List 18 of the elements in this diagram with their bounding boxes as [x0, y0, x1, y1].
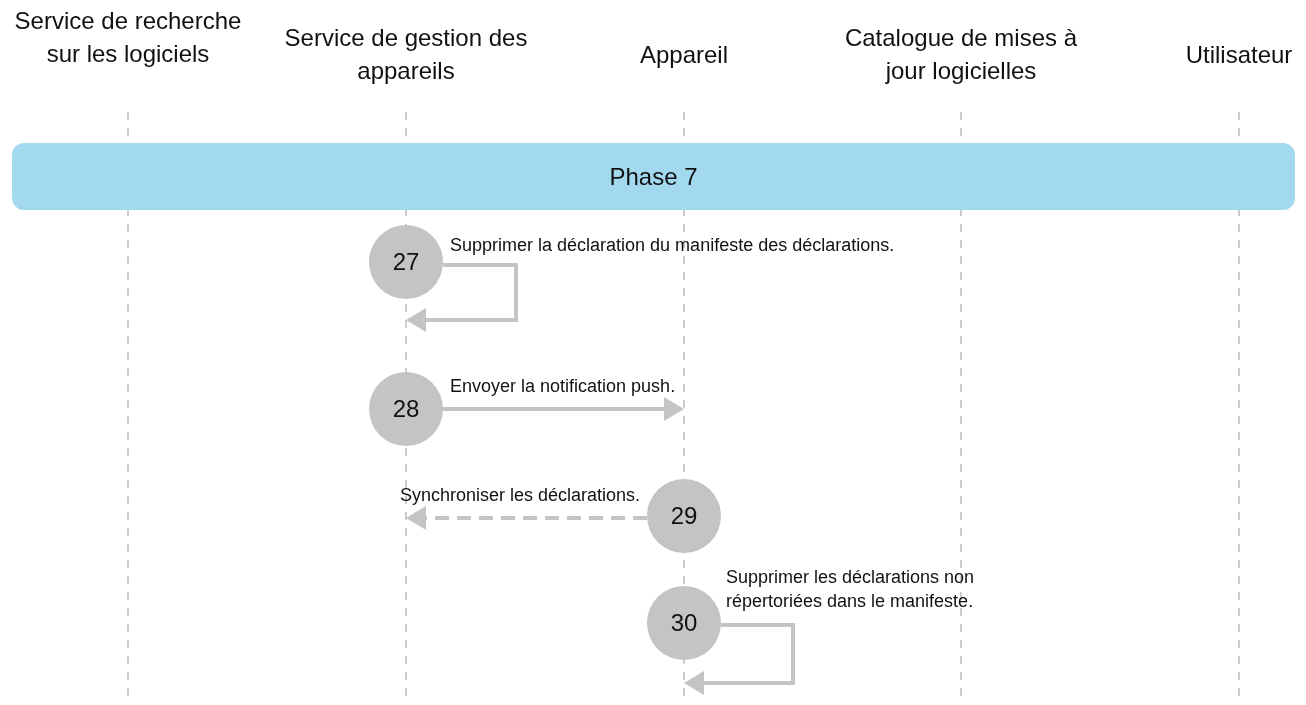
step-number: 29 — [647, 479, 721, 553]
step-number: 30 — [647, 586, 721, 660]
phase-band: Phase 7 — [12, 143, 1295, 210]
lane-header: Utilisateur — [1114, 38, 1306, 71]
step-number: 28 — [369, 372, 443, 446]
lane-header: Catalogue de mises à jour logicielles — [836, 21, 1086, 87]
edge-label: Envoyer la notification push. — [450, 375, 677, 398]
edge-label: Supprimer la déclaration du manifeste des déclarations. — [450, 234, 896, 257]
lane-header: Service de gestion des appareils — [281, 21, 531, 87]
edge-label: Supprimer les déclarations non répertoriées dans le manifeste. — [726, 566, 976, 613]
arrow — [406, 506, 647, 530]
lane-header: Appareil — [559, 38, 809, 71]
arrow — [684, 623, 795, 695]
arrow — [443, 397, 684, 421]
edge-label: Synchroniser les déclarations. — [398, 484, 640, 507]
arrow — [406, 263, 518, 332]
step-number: 27 — [369, 225, 443, 299]
lane-header: Service de recherche sur les logiciels — [3, 4, 253, 70]
